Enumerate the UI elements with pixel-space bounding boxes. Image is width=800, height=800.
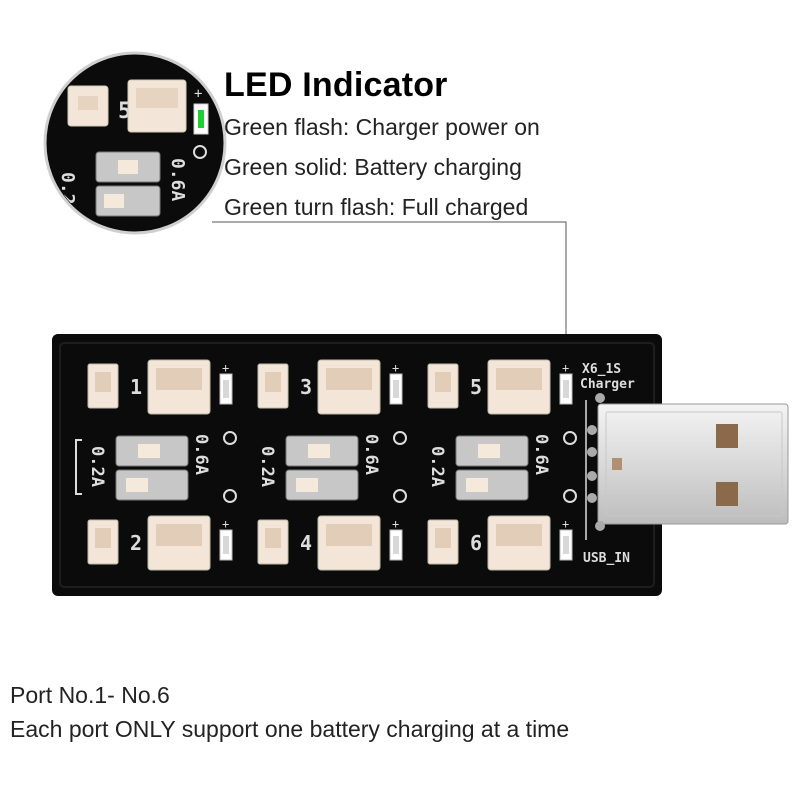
port-number: 5 (470, 375, 482, 399)
led-line-power-on: Green flash: Charger power on (224, 114, 540, 140)
led-line-full-charged: Green turn flash: Full charged (224, 194, 529, 220)
svg-text:+: + (194, 86, 202, 102)
usb-label: USB_IN (583, 551, 630, 566)
svg-text:0.6A: 0.6A (167, 158, 188, 202)
zoom-inset: 5 0.2A 0.6A + (43, 51, 227, 235)
port-number: 3 (300, 375, 312, 399)
charging-port: 1+ (87, 359, 233, 415)
charging-port: 2+ (87, 515, 233, 571)
charging-port: 3+ (257, 359, 403, 415)
sun-icon (223, 431, 237, 445)
svg-text:0.2A: 0.2A (427, 446, 447, 487)
port-number: 6 (470, 531, 482, 555)
svg-text:0.6A: 0.6A (531, 434, 551, 475)
svg-text:+: + (222, 361, 229, 375)
svg-text:0.6A: 0.6A (191, 434, 211, 475)
sun-icon (393, 431, 407, 445)
led-line-charging: Green solid: Battery charging (224, 154, 522, 180)
port-group: 1+3+5+2+4+6+ (87, 359, 573, 571)
port-number: 2 (130, 531, 142, 555)
model-label: X6_1S (582, 362, 621, 377)
port-number: 1 (130, 375, 142, 399)
current-switch: 0.2A 0.6A (87, 431, 237, 503)
sun-icon (223, 489, 237, 503)
svg-text:+: + (562, 517, 569, 531)
charging-port: 5+ (427, 359, 573, 415)
charging-port: 6+ (427, 515, 573, 571)
svg-text:+: + (222, 517, 229, 531)
model-sub-label: Charger (580, 377, 635, 392)
current-switch: 0.2A 0.6A (257, 431, 407, 503)
callout-line (212, 221, 567, 360)
caption-port-range: Port No.1- No.6 (10, 682, 170, 708)
board-labels: X6_1S Charger USB_IN (580, 362, 635, 566)
sun-icon (563, 431, 577, 445)
svg-text:0.2A: 0.2A (257, 446, 277, 487)
current-switch: 0.2A 0.6A (427, 431, 577, 503)
switch-group: 0.2A 0.6A 0.2A 0.6A 0.2A 0.6A (87, 431, 577, 503)
svg-text:+: + (392, 517, 399, 531)
sun-icon (563, 489, 577, 503)
sun-icon (393, 489, 407, 503)
port-number: 4 (300, 531, 312, 555)
usb-plug (587, 393, 789, 531)
led-indicator-title: LED Indicator (224, 66, 448, 104)
svg-text:0.2A: 0.2A (87, 446, 107, 487)
svg-text:+: + (562, 361, 569, 375)
caption-port-note: Each port ONLY support one battery charg… (10, 716, 570, 742)
svg-text:+: + (392, 361, 399, 375)
svg-text:0.6A: 0.6A (361, 434, 381, 475)
charging-port: 4+ (257, 515, 403, 571)
